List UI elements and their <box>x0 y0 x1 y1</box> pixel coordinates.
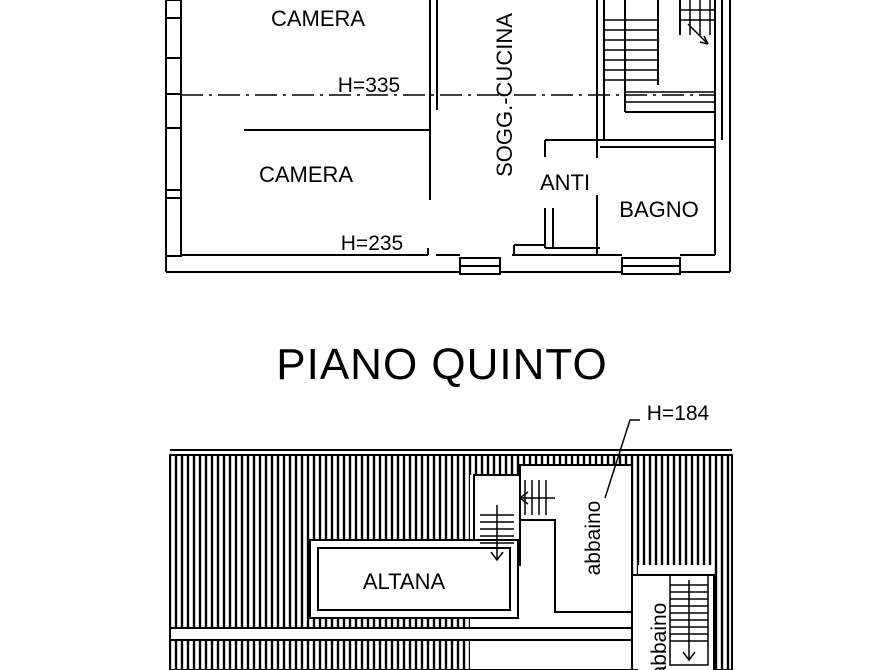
stair-lower <box>480 480 555 562</box>
roof-bottom-band <box>169 627 633 641</box>
room-label-abbaino-1: abbaino <box>582 501 605 576</box>
upper-floor-plan <box>165 0 731 275</box>
room-label-abbaino-2: abbaino <box>648 603 671 670</box>
window-bottom-2 <box>621 257 681 275</box>
roof-hatch-middle <box>470 455 520 475</box>
room-label-bagno: BAGNO <box>619 197 698 222</box>
bottom-exterior-wall <box>166 0 731 273</box>
stair-block <box>596 0 723 140</box>
height-label-abbaino: H=184 <box>647 402 710 425</box>
left-exterior-wall <box>165 0 182 272</box>
room-label-altana: ALTANA <box>363 569 446 594</box>
room-label-camera-bottom: CAMERA <box>259 162 353 187</box>
window-bottom-1 <box>459 257 501 275</box>
room-label-soggiorno-cucina: SOGG.-CUCINA <box>492 13 517 177</box>
stair-abbaino-2 <box>669 574 709 666</box>
bagno-walls <box>600 140 716 255</box>
room-label-anti: ANTI <box>540 170 590 195</box>
roof-plan <box>169 419 733 670</box>
roof-hatch-right <box>632 455 732 575</box>
abbaino-1-area <box>519 464 633 613</box>
section-title: PIANO QUINTO <box>276 340 607 389</box>
height-leader-line <box>604 419 640 499</box>
room-label-camera-top: CAMERA <box>271 6 365 31</box>
height-label-lower: H=235 <box>341 232 403 255</box>
stair-treads <box>604 0 715 103</box>
height-label-upper: H=335 <box>338 74 400 97</box>
anti-walls <box>544 139 715 255</box>
